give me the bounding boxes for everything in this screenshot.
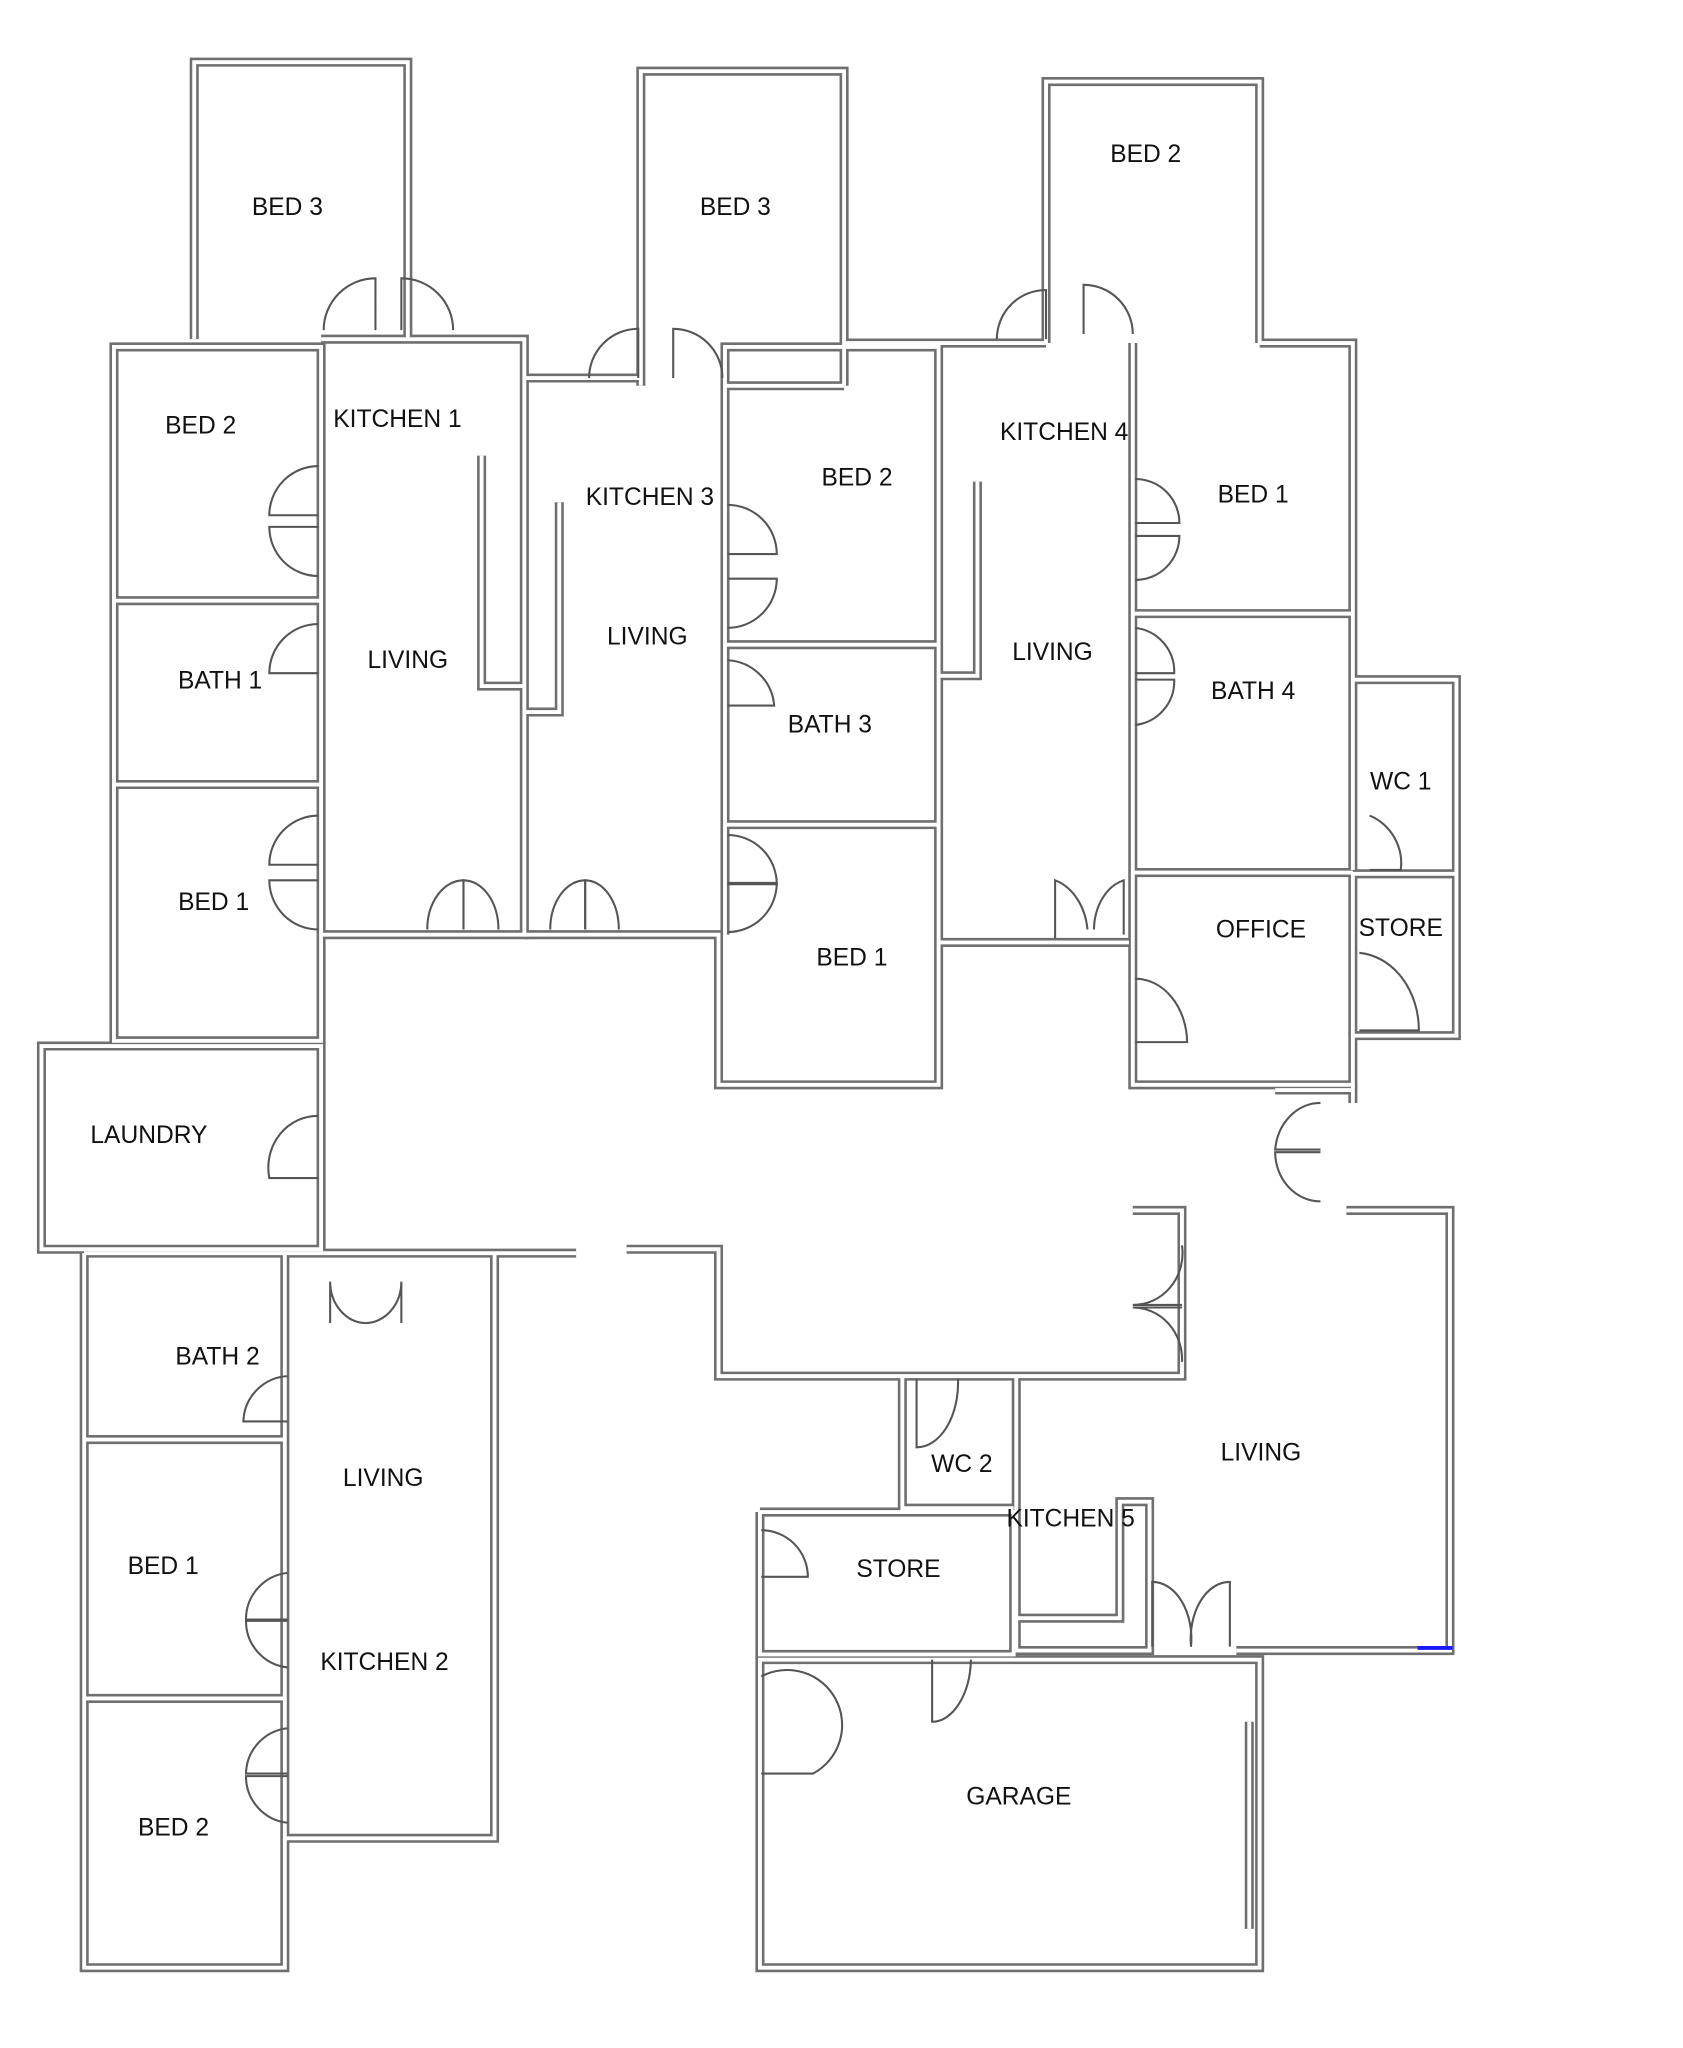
room-label-wc2: WC 2 xyxy=(931,1451,992,1478)
room-label-kitchen5: KITCHEN 5 xyxy=(1006,1505,1134,1532)
wall xyxy=(636,66,849,386)
room-label-bed3-b: BED 3 xyxy=(700,194,771,221)
wall-inner xyxy=(1044,79,1262,344)
room-label-store1: STORE xyxy=(1359,915,1443,942)
room-label-kitchen2: KITCHEN 2 xyxy=(320,1649,448,1676)
wall-inner xyxy=(1130,343,1459,1087)
wall xyxy=(755,1376,1019,1659)
wall xyxy=(79,1248,577,1973)
wall-inner xyxy=(524,376,845,388)
wall xyxy=(524,342,944,1090)
wall xyxy=(1041,77,1265,344)
room-label-bed1-d: BED 1 xyxy=(128,1553,199,1580)
room-label-store2: STORE xyxy=(856,1556,940,1583)
wall-inner xyxy=(844,341,1355,870)
wall-inner xyxy=(626,1208,1184,1379)
wall-inner xyxy=(479,455,980,714)
wall-inner xyxy=(724,642,939,827)
room-label-kitchen3: KITCHEN 3 xyxy=(586,484,714,511)
wall-inner xyxy=(524,345,941,1087)
wall-inner xyxy=(113,598,322,787)
room-label-laundry: LAUNDRY xyxy=(90,1122,207,1149)
wall-inner xyxy=(1132,611,1457,1036)
room-label-living3: LIVING xyxy=(607,624,688,651)
room-label-kitchen1: KITCHEN 1 xyxy=(333,406,461,433)
room-label-living2: LIVING xyxy=(343,1465,424,1492)
wall-inner xyxy=(1236,1208,1452,1653)
room-label-bed1-b: BED 1 xyxy=(816,945,887,972)
room-label-bed3-a: BED 3 xyxy=(252,194,323,221)
wall-inner xyxy=(1275,1084,1355,1103)
wall-inner xyxy=(1014,1376,1152,1653)
wall xyxy=(1128,343,1461,1090)
wall xyxy=(1236,1205,1455,1656)
wall-inner xyxy=(321,337,527,937)
room-label-living1: LIVING xyxy=(368,647,449,674)
wall-inner xyxy=(192,60,410,340)
room-label-living4: LIVING xyxy=(1012,639,1093,666)
room-label-bath2: BATH 2 xyxy=(175,1343,259,1370)
room-label-wc1: WC 1 xyxy=(1370,769,1431,796)
room-label-bath3: BATH 3 xyxy=(788,712,872,739)
wall xyxy=(755,1655,1265,1973)
room-label-bed1-c: BED 1 xyxy=(1218,481,1289,508)
room-labels: BED 3 KITCHEN 1 BED 2 LIVING BATH 1 BED … xyxy=(90,141,1442,1842)
room-label-garage: GARAGE xyxy=(966,1784,1071,1811)
room-label-bath1: BATH 1 xyxy=(178,668,262,695)
room-label-bath4: BATH 4 xyxy=(1211,678,1295,705)
room-label-living5: LIVING xyxy=(1221,1439,1302,1466)
wall xyxy=(626,1205,1187,1381)
wall xyxy=(1275,1084,1358,1103)
room-label-office: OFFICE xyxy=(1216,916,1306,943)
wall-inner xyxy=(638,69,847,386)
wall-inner xyxy=(39,1044,324,1252)
walls xyxy=(36,57,1461,1973)
wall-inner xyxy=(758,1657,1262,1970)
wall-inner xyxy=(84,1437,285,1701)
room-label-kitchen4: KITCHEN 4 xyxy=(1000,419,1128,446)
room-label-bed2-d: BED 2 xyxy=(138,1815,209,1842)
wall-inner xyxy=(758,1376,1016,1657)
wall-inner xyxy=(284,1253,497,1841)
doors xyxy=(242,277,1420,1824)
room-label-bed2-c: BED 2 xyxy=(1110,141,1181,168)
wall-inner xyxy=(82,1251,577,1970)
room-label-bed2-b: BED 2 xyxy=(822,464,893,491)
wall xyxy=(284,1253,500,1843)
room-label-bed2-a: BED 2 xyxy=(165,413,236,440)
wall-inner xyxy=(112,345,324,1043)
room-label-bed1-a: BED 1 xyxy=(178,889,249,916)
